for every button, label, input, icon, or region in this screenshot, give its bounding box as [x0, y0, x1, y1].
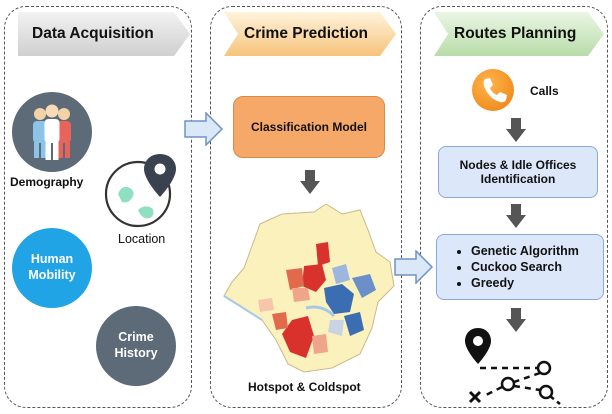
- header-crime-prediction: Crime Prediction: [224, 12, 396, 56]
- method-genetic-algorithm: Genetic Algorithm: [471, 243, 579, 259]
- human-mobility-circle: Human Mobility: [12, 228, 92, 308]
- header-routes-planning-label: Routes Planning: [454, 25, 577, 42]
- crime-map: [223, 204, 395, 373]
- right-arrow-1: [184, 112, 224, 146]
- routing-methods-list: Genetic Algorithm Cuckoo Search Greedy: [455, 243, 579, 291]
- location-label: Location: [118, 232, 166, 246]
- down-arrow-methods: [506, 308, 526, 332]
- header-crime-prediction-label: Crime Prediction: [244, 25, 369, 42]
- header-data-acquisition-label: Data Acquisition: [32, 25, 154, 42]
- data-acquisition-panel: [4, 6, 192, 408]
- routes-planning-panel: [420, 6, 608, 408]
- routing-methods-box: Genetic Algorithm Cuckoo Search Greedy: [436, 234, 604, 300]
- classification-model-label: Classification Model: [250, 120, 368, 134]
- nodes-idle-offices-label: Nodes & Idle Offices Identification: [459, 158, 577, 186]
- demography-label: Demography: [10, 175, 84, 189]
- hotspot-coldspot-label: Hotspot & Coldspot: [248, 380, 361, 394]
- phone-icon: [472, 69, 514, 111]
- route-icon: [465, 328, 561, 405]
- human-mobility-label: Human Mobility: [28, 252, 76, 282]
- header-data-acquisition: Data Acquisition: [18, 12, 190, 56]
- crime-history-circle: Crime History: [96, 306, 176, 386]
- crime-prediction-panel: [210, 6, 402, 408]
- right-arrow-2: [394, 250, 434, 284]
- crime-history-label: Crime History: [114, 330, 158, 360]
- classification-model-box: Classification Model: [233, 96, 385, 158]
- down-arrow-calls: [506, 118, 526, 142]
- down-arrow-nodes: [506, 204, 526, 228]
- header-routes-planning: Routes Planning: [434, 12, 604, 56]
- location-pin-icon: [104, 154, 176, 228]
- demography-circle: [12, 92, 92, 172]
- people-icon: [33, 104, 71, 160]
- nodes-idle-offices-box: Nodes & Idle Offices Identification: [438, 146, 598, 198]
- down-arrow-model: [300, 170, 320, 194]
- calls-label: Calls: [530, 84, 559, 98]
- method-cuckoo-search: Cuckoo Search: [471, 259, 579, 275]
- method-greedy: Greedy: [471, 275, 579, 291]
